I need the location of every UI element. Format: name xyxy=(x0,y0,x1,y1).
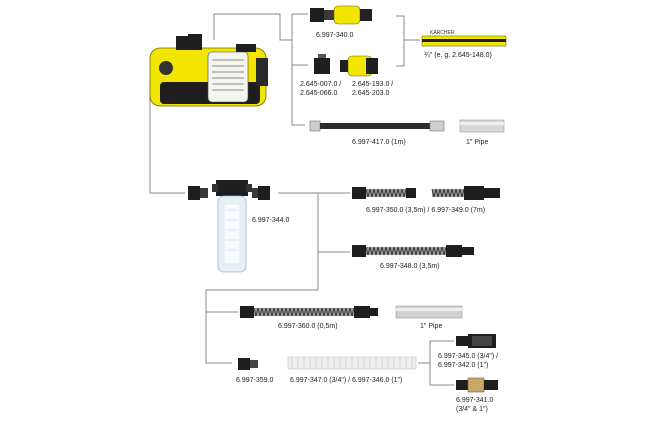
hose-print-text: KÄRCHER xyxy=(430,29,455,36)
hose-34: KÄRCHER xyxy=(421,29,507,47)
suction-hose-350 xyxy=(352,187,416,199)
label-suction-348: 6.997-348.0 (3,5m) xyxy=(380,263,440,270)
label-hose-347-346: 6.997-347.0 (3/4") / 6.997-346.0 (1") xyxy=(290,377,403,384)
suction-hose-348 xyxy=(352,245,474,257)
label-suction-350-349: 6.997-350.0 (3,5m) / 6.997-349.0 (7m) xyxy=(366,207,486,214)
filter-344 xyxy=(212,180,252,273)
filter-outlet-adapter xyxy=(252,186,270,200)
label-pipe-mid: 1" Pipe xyxy=(420,323,443,330)
label-hose-34: ¾" (e. g. 2.645-148.0) xyxy=(424,52,492,59)
strainer-341 xyxy=(456,377,498,393)
pipe-top xyxy=(459,119,505,133)
label-pipe-top: 1" Pipe xyxy=(466,139,489,146)
strainer-345-342 xyxy=(456,334,496,348)
garden-pump xyxy=(149,34,268,107)
connector-340 xyxy=(310,5,372,25)
hose-360 xyxy=(240,306,378,318)
suction-hose-349 xyxy=(431,186,500,200)
valve-359 xyxy=(238,358,258,370)
label-filter-344: 6.997-344.0 xyxy=(252,217,290,224)
label-adapter-left: 2.645-007.0 / 2.645-066.0 xyxy=(300,81,342,97)
connector-lines xyxy=(149,13,454,386)
label-strainer-341: 6.997-341.0 (3/4" & 1") xyxy=(456,397,494,413)
label-valve-359: 6.997-359.0 xyxy=(236,377,274,384)
label-strainer-345-342: 6.997-345.0 (3/4") / 6.997-342.0 (1") xyxy=(438,353,499,369)
label-hose-360: 6.997-360.0 (0,5m) xyxy=(278,323,338,330)
label-connector-340: 6.997-340.0 xyxy=(316,32,354,39)
label-adapter-right: 2.645-193.0 / 2.645-203.0 xyxy=(352,81,394,97)
filter-inlet-adapter xyxy=(188,186,208,200)
adapter-set xyxy=(314,54,378,77)
hose-417 xyxy=(309,120,445,132)
hose-347-346 xyxy=(287,356,417,370)
pipe-mid xyxy=(395,305,463,319)
label-hose-417: 6.997-417.0 (1m) xyxy=(352,139,406,146)
